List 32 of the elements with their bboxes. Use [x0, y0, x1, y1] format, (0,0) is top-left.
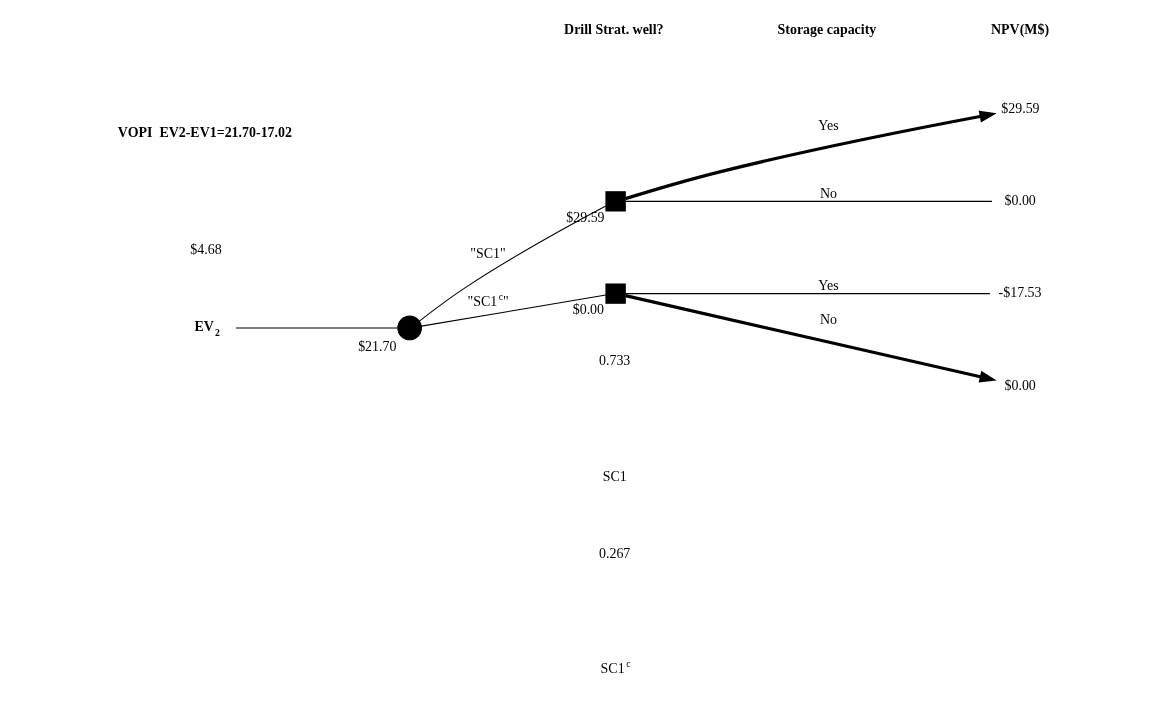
edge-label: "SC1$^{c}$" [467, 291, 509, 309]
label: NPV(M$) [991, 22, 1050, 38]
label: 0.267 [598, 545, 631, 561]
label: SC1$^{c}$ [600, 658, 631, 676]
arrow [624, 110, 997, 201]
connector [624, 200, 993, 202]
node-text: $29.59 [1001, 100, 1040, 116]
label: $4.68 [190, 242, 222, 258]
node-text: $0.00 [1004, 193, 1036, 208]
node-circle [397, 315, 422, 341]
node-box [605, 191, 626, 212]
edge-label: No [819, 312, 838, 328]
node-text: -$17.53 [998, 285, 1042, 301]
connector [235, 327, 399, 329]
connector [418, 205, 607, 322]
node-text: $0.00 [1004, 377, 1036, 393]
edge-label: Yes [818, 117, 839, 133]
label: Storage capacity [777, 22, 877, 38]
node-label: $0.00 [572, 302, 605, 318]
node-label: $21.70 [358, 338, 397, 354]
node-text: EV$_{2}$ [194, 318, 220, 339]
edge-label: No [819, 185, 838, 201]
connector [624, 293, 991, 295]
edge-label: "SC1" [470, 245, 506, 261]
label: Drill Strat. well? [564, 22, 664, 38]
arrow [625, 294, 997, 383]
label: 0.733 [598, 352, 631, 368]
label: SC1 [602, 468, 627, 484]
label: VOPI EV2-EV1=21.70-17.02 [117, 125, 293, 141]
edge-label: Yes [818, 277, 839, 293]
node-box [605, 283, 626, 304]
connector [420, 294, 607, 327]
